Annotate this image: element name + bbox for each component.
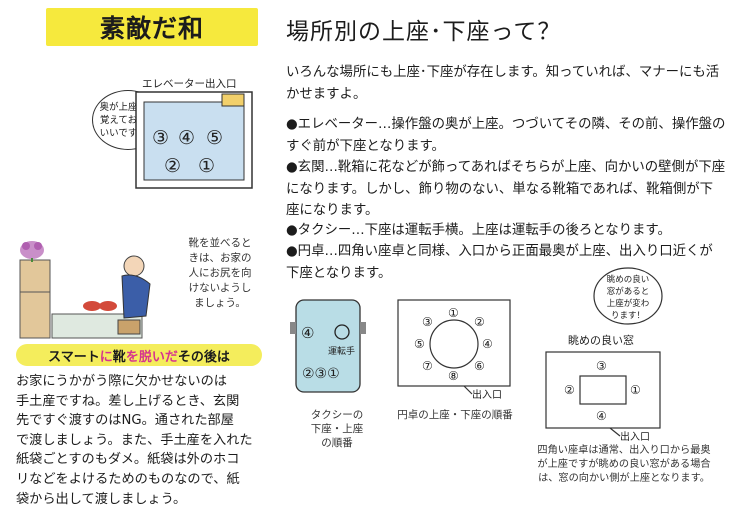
steering-wheel-icon xyxy=(334,324,350,340)
body-line: 紙袋ごとすのもダメ。紙袋は外のホコ xyxy=(16,452,240,468)
caption-line: の順番 xyxy=(321,437,353,449)
seat-1: ① xyxy=(198,155,215,177)
body-line: 手土産ですね。差し上げるとき、玄関 xyxy=(16,393,240,409)
note-line: けないようし xyxy=(188,282,252,294)
square-seat-4: ④ xyxy=(596,409,607,423)
round-seat-2: ② xyxy=(474,315,485,329)
heading-part: スマート xyxy=(48,349,100,365)
round-seat-4: ④ xyxy=(482,337,493,351)
note-line: きは、お家の xyxy=(188,252,252,264)
bubble-line: 奥が上座！と xyxy=(99,101,157,113)
round-seat-7: ⑦ xyxy=(422,359,433,373)
seat-2: ② xyxy=(164,155,181,177)
round-entrance-label: 出入口 xyxy=(472,388,502,401)
gift-bag-icon xyxy=(117,319,141,335)
taxi-back-seats: ②③① xyxy=(302,366,340,382)
shoe-note: 靴を並べると きは、お家の 人にお尻を向 けないようし ましょう。 xyxy=(174,236,266,311)
bubble-line: 上座が変わ xyxy=(607,298,650,309)
caption-line: が上座ですが眺めの良い窓がある場合 xyxy=(537,459,711,470)
round-table-diagram: ① ③ ② ⑤ ④ ⑦ ⑥ ⑧ 出入口 xyxy=(397,299,511,401)
window-speech-bubble: 眺めの良い 窓があると 上座が変わ ります！ xyxy=(593,267,663,325)
bubble-line: 覚えておくと xyxy=(99,114,157,126)
smart-body: お家にうかがう際に欠かせないのは 手土産ですね。差し上げるとき、玄関 先ですぐ渡… xyxy=(16,372,268,509)
body-line: 袋から出して渡しましょう。 xyxy=(16,491,187,507)
elevator-label: エレベーター出入口 xyxy=(142,77,237,90)
square-table-diagram: 眺めの良い窓 ③ ② ① ④ 出入口 xyxy=(545,333,661,442)
bubble-line: 眺めの良い xyxy=(607,274,650,285)
note-line: 人にお尻を向 xyxy=(188,267,252,279)
note-line: ましょう。 xyxy=(194,297,246,309)
body-line: リなどをよけるためのものなので、紙 xyxy=(16,471,240,487)
smart-heading: スマートに靴を脱いだその後は xyxy=(16,344,262,366)
round-table-caption: 円卓の上座・下座の順番 xyxy=(397,409,513,421)
square-table xyxy=(579,375,627,405)
round-seat-6: ⑥ xyxy=(474,359,485,373)
seat-3: ③ xyxy=(152,127,169,149)
heading-part: を脱いだ xyxy=(125,349,178,365)
round-seat-3: ③ xyxy=(422,315,433,329)
square-table-caption: 四角い座卓は通常、出入り口から最奥 が上座ですが眺めの良い窓がある場合 は、窓の… xyxy=(506,444,742,486)
control-panel xyxy=(221,93,245,107)
round-seat-5: ⑤ xyxy=(414,337,425,351)
caption-line: タクシーの xyxy=(310,409,364,421)
square-seat-3: ③ xyxy=(596,359,607,373)
round-seat-8: ⑧ xyxy=(448,369,459,383)
entrance-illustration xyxy=(19,241,151,339)
window-label: 眺めの良い窓 xyxy=(568,333,634,347)
round-table xyxy=(429,319,479,369)
seat-4: ④ xyxy=(178,127,195,149)
page-title: 場所別の上座･下座って？ xyxy=(286,19,562,45)
square-seat-2: ② xyxy=(564,383,575,397)
round-seat-1: ① xyxy=(448,306,459,320)
taxi-diagram: ④ 運転手 ②③① xyxy=(290,299,366,393)
shoe-icon xyxy=(99,301,117,311)
item-entrance: ●玄関…靴箱に花などが飾ってあればそちらが上座、向かいの壁側が下座になります。し… xyxy=(286,160,726,218)
shoe-icon xyxy=(83,301,101,311)
intro-text: いろんな場所にも上座･下座が存在します。知っていれば、マナーにも活かせますよ。 xyxy=(286,65,720,102)
bubble-line: 窓があると xyxy=(607,286,650,297)
elevator-diagram: エレベーター出入口 ③ ④ ⑤ ② ① xyxy=(135,77,253,189)
heading-part: その後は xyxy=(177,349,230,365)
bubble-line: ります！ xyxy=(611,311,645,321)
caption-line: は、窓の向かい側が上座となります。 xyxy=(538,473,710,484)
item-elevator: ●エレベーター…操作盤の奥が上座。つづいてその隣、その前、操作盤のすぐ前が下座と… xyxy=(286,117,726,154)
square-seat-1: ① xyxy=(630,383,641,397)
bubble-line: いいですね！ xyxy=(99,127,157,139)
item-taxi: ●タクシー…下座は運転手横。上座は運転手の後ろとなります。 xyxy=(286,223,671,238)
note-line: 靴を並べると xyxy=(188,237,252,249)
heading-part: 靴 xyxy=(112,349,126,365)
caption-line: 下座・上座 xyxy=(310,423,364,435)
seat-5: ⑤ xyxy=(206,127,223,149)
person-icon xyxy=(123,255,145,277)
body-line: お家にうかがう際に欠かせないのは xyxy=(16,374,227,389)
shoe-cabinet xyxy=(19,259,51,339)
heading-part: に xyxy=(99,349,113,365)
square-entrance-label: 出入口 xyxy=(620,430,650,442)
item-round-table: ●円卓…四角い座卓と同様、入口から正面最奥が上座、出入り口近くが下座となります。 xyxy=(286,244,713,281)
body-line: で渡しましょう。また、手土産を入れた xyxy=(16,432,253,448)
taxi-seat-4: ④ xyxy=(301,324,314,342)
body-line: 先ですぐ渡すのはNG。通された部屋 xyxy=(16,413,234,429)
brand-badge: 素敵だ和 xyxy=(46,8,258,46)
driver-label: 運転手 xyxy=(328,345,355,357)
taxi-caption: タクシーの 下座・上座 の順番 xyxy=(294,408,380,450)
caption-line: 四角い座卓は通常、出入り口から最奥 xyxy=(537,445,711,456)
